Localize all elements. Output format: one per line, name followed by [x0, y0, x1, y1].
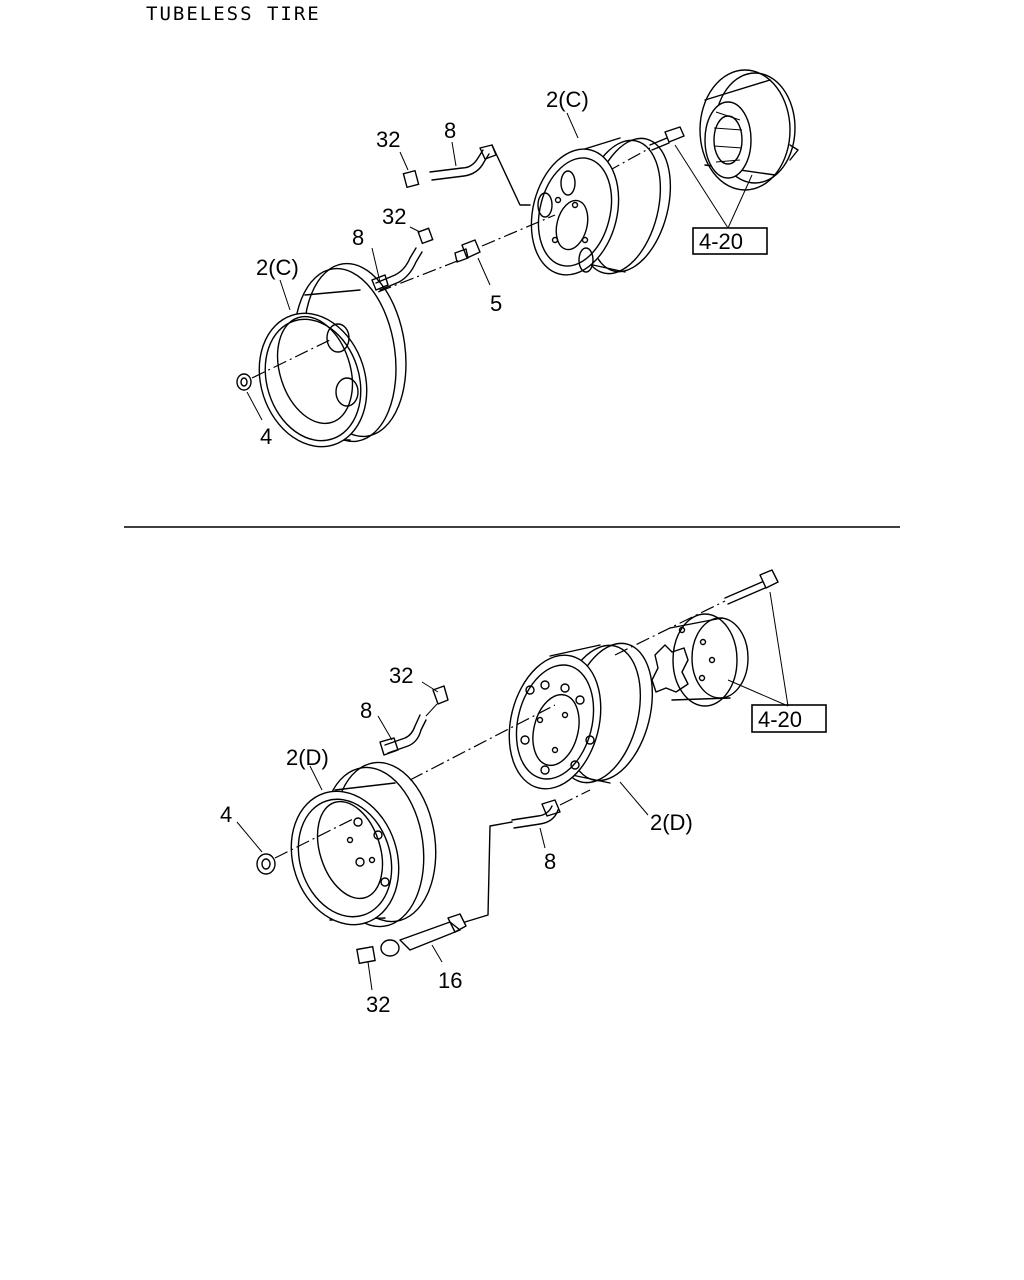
valve-extension-top-a: [402, 144, 531, 206]
label-wheel-front-top: 2(C): [256, 255, 299, 280]
label-valve-cap-a: 32: [376, 127, 400, 152]
label-wheel-rear-bottom: 2(D): [650, 810, 693, 835]
valve-extension-bottom-a: [379, 685, 449, 756]
wheel-front-bottom: [290, 761, 437, 928]
label-valve-ext-b: 8: [352, 225, 364, 250]
label-ref-bottom: 4-20: [758, 707, 802, 732]
label-valve-ext-bottom: 8: [544, 849, 556, 874]
label-valve-cap-bottom: 32: [366, 992, 390, 1017]
nut-bottom: [256, 817, 356, 875]
label-valve-cap-b: 32: [382, 204, 406, 229]
leaders-top: [246, 112, 753, 421]
hub-top: [699, 69, 799, 191]
label-nut-bottom: 4: [220, 802, 232, 827]
leaders-bottom: [236, 591, 789, 991]
label-wheel-front-bottom: 2(D): [286, 745, 329, 770]
label-extension-16: 16: [438, 968, 462, 993]
wheel-front-top: [258, 262, 407, 448]
valve-extension-top-b: [371, 227, 461, 293]
valve-extension-16: [356, 913, 467, 965]
label-nut-top: 4: [260, 424, 272, 449]
ref-box-bottom: [751, 704, 827, 733]
top-section: 2(C) 32 8 32 8 2(C) 5 4 4-20: [236, 69, 799, 449]
wheel-rear-top: [530, 137, 672, 276]
wheel-rear-bottom: [508, 642, 654, 790]
valve-top: [454, 214, 556, 263]
label-valve-cap-top-bottom: 32: [389, 663, 413, 688]
label-valve-ext-top-bottom: 8: [360, 698, 372, 723]
label-valve-ext-a: 8: [444, 118, 456, 143]
label-wheel-rear-top: 2(C): [546, 87, 589, 112]
page-title: TUBELESS TIRE: [146, 3, 321, 25]
ref-box-top: [692, 227, 768, 255]
nut-top: [236, 339, 331, 391]
label-valve-top: 5: [490, 291, 502, 316]
valve-extension-bottom-b: [464, 789, 591, 923]
axis-line-bottom: [409, 704, 556, 781]
bottom-section: 32 8 2(D) 4 2(D) 8 16 32 4-20: [220, 569, 827, 1017]
hub-bottom: [651, 613, 749, 707]
label-ref-top: 4-20: [699, 229, 743, 254]
hub-bolt-bottom: [614, 569, 779, 656]
